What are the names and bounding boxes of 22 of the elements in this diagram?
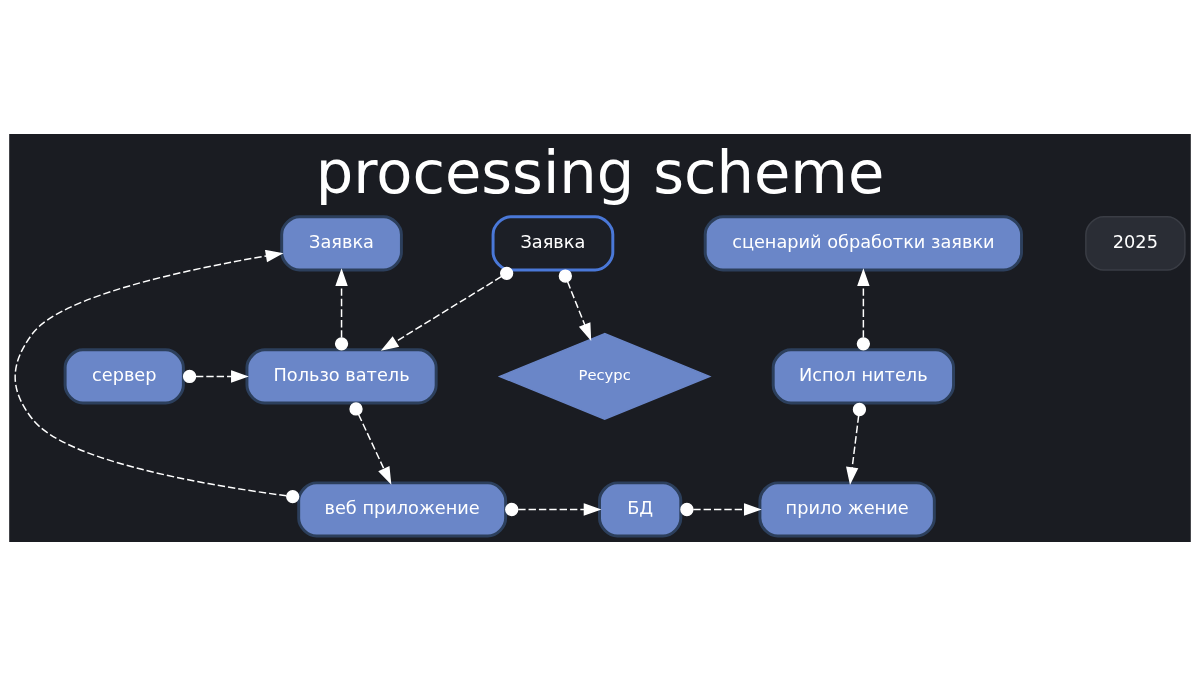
label: 2025 — [1112, 231, 1158, 252]
arrow — [558, 268, 592, 341]
arrow — [505, 502, 602, 516]
diagram-title: processing scheme — [315, 137, 885, 207]
arrow — [334, 267, 349, 350]
node-box: БД — [598, 480, 683, 538]
arrow — [380, 266, 514, 351]
node-box: сервер — [63, 347, 185, 405]
arrow — [846, 402, 867, 485]
arrow — [182, 369, 249, 383]
arrow — [680, 502, 762, 516]
node-box: Пользо ватель — [245, 347, 438, 405]
node-box: Испол нитель — [771, 347, 956, 405]
node-box: сценарий обработки заявки — [703, 214, 1024, 271]
node-box: Заявка — [491, 214, 615, 271]
arrow — [856, 267, 871, 350]
arrow — [14, 249, 300, 503]
arrow — [349, 401, 392, 485]
node-box: веб приложение — [297, 480, 508, 538]
node-box: Заявка — [280, 214, 403, 271]
node-diamond: Ресурс — [497, 332, 712, 420]
node-box: прило жение — [758, 480, 936, 538]
